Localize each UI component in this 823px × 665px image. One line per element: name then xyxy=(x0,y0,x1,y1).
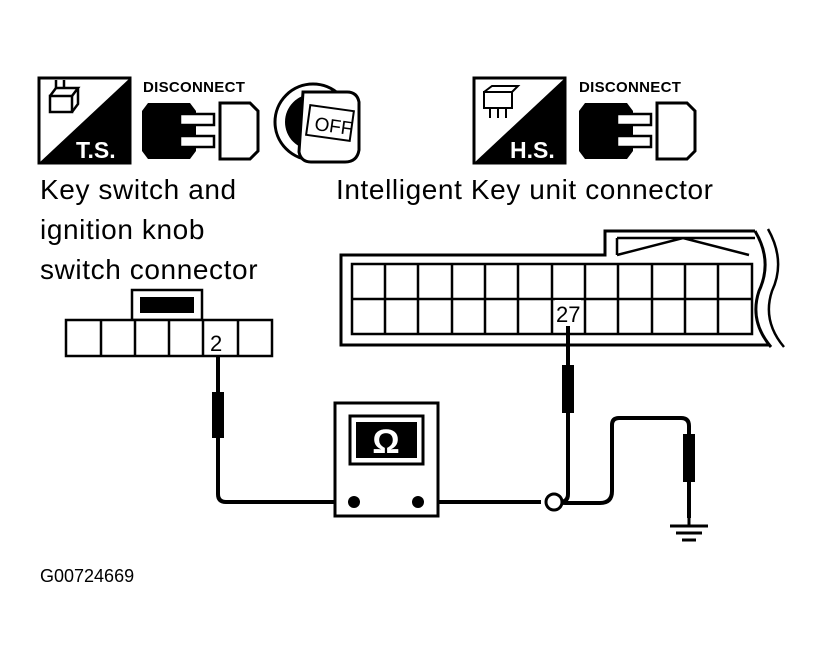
intelligent-key-unit-connector: 27 xyxy=(339,228,785,348)
tool-icon xyxy=(48,80,81,114)
key-switch-caption-line-1: Key switch and xyxy=(40,174,237,205)
intelligent-key-caption: Intelligent Key unit connector xyxy=(336,174,714,205)
figure-id: G00724669 xyxy=(40,566,135,586)
hs-badge-icon: H.S. xyxy=(472,76,567,165)
wire-splice xyxy=(544,492,564,512)
hs-badge-text: H.S. xyxy=(510,137,555,163)
ground-icon xyxy=(670,518,708,542)
terminal-2-label: 2 xyxy=(210,331,222,356)
probe-tips xyxy=(212,365,695,482)
key-off-text: OFF xyxy=(313,114,354,140)
harness-icon xyxy=(483,85,521,118)
right-disconnect-label: DISCONNECT xyxy=(579,79,681,96)
ignition-key-off-icon: OFF xyxy=(273,82,361,164)
test-leads xyxy=(216,326,691,518)
ts-badge-text: T.S. xyxy=(76,137,116,163)
left-disconnect-connector-icon xyxy=(142,101,260,161)
key-switch-caption: Key switch and ignition knob switch conn… xyxy=(40,170,258,290)
terminal-27-label: 27 xyxy=(556,302,580,327)
ts-badge-icon: T.S. xyxy=(37,76,132,165)
right-disconnect-connector-icon xyxy=(579,101,697,161)
key-switch-connector: 2 xyxy=(64,288,274,358)
ohmmeter-icon: Ω xyxy=(333,401,440,518)
ohm-symbol: Ω xyxy=(372,423,399,461)
key-switch-caption-line-2: ignition knob xyxy=(40,214,206,245)
key-switch-caption-line-3: switch connector xyxy=(40,254,259,285)
left-disconnect-label: DISCONNECT xyxy=(143,79,245,96)
